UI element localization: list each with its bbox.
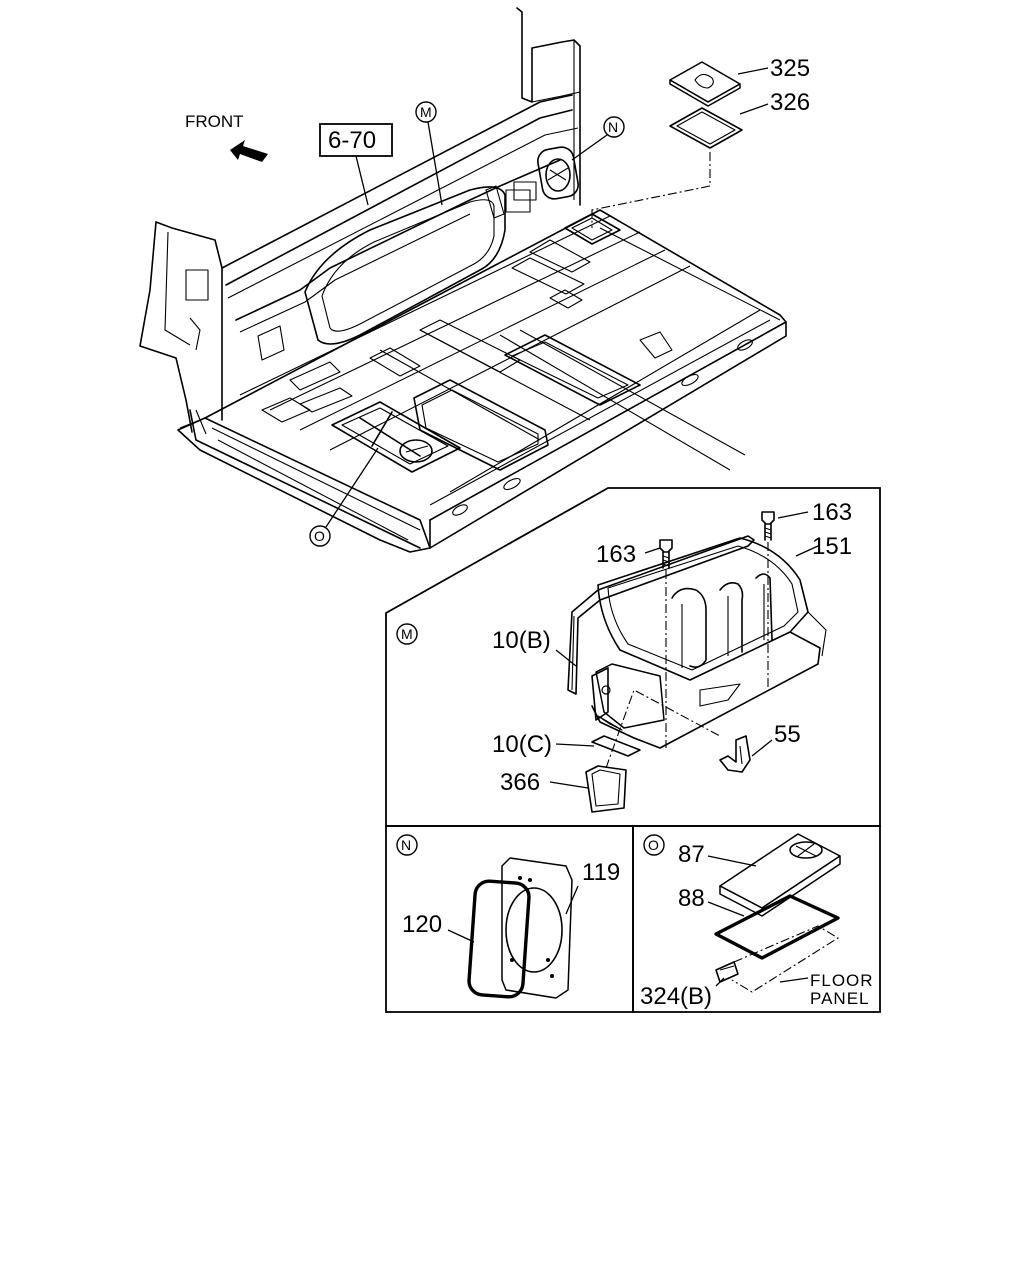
front-label: FRONT — [185, 112, 244, 131]
callout-o-main-text: O — [314, 528, 325, 544]
label-151: 151 — [812, 533, 852, 560]
reference-6-70: 6-70 — [319, 123, 393, 206]
label-87: 87 — [678, 841, 705, 868]
part-325-326 — [591, 61, 769, 228]
detail-n-marker: N — [401, 837, 411, 853]
detail-o-marker: O — [648, 837, 659, 853]
label-119: 119 — [582, 859, 620, 886]
reference-6-70-text: 6-70 — [328, 127, 376, 154]
floor-assembly-drawing — [139, 7, 787, 553]
callout-o-main: O — [309, 447, 379, 547]
callout-m-main: M — [415, 101, 443, 206]
label-floor: FLOOR — [810, 971, 874, 990]
label-10b: 10(B) — [492, 627, 551, 654]
label-366: 366 — [500, 769, 540, 796]
detail-m-marker: M — [401, 626, 413, 642]
label-88: 88 — [678, 885, 705, 912]
detail-panel-m: M — [385, 487, 881, 827]
label-panel: PANEL — [810, 989, 870, 1008]
label-163-right: 163 — [812, 499, 852, 526]
detail-panel-o: O — [632, 825, 881, 1013]
label-120: 120 — [402, 911, 442, 938]
callout-n-main-text: N — [608, 119, 618, 135]
callout-n-main: N — [571, 116, 625, 161]
label-10c: 10(C) — [492, 731, 552, 758]
callout-m-main-text: M — [420, 104, 432, 120]
detail-panel-n: N — [385, 825, 634, 1013]
front-arrow-icon — [230, 140, 268, 162]
label-55: 55 — [774, 721, 801, 748]
label-325: 325 — [770, 55, 810, 82]
label-163-left: 163 — [596, 541, 636, 568]
label-324b: 324(B) — [640, 983, 712, 1010]
label-326: 326 — [770, 89, 810, 116]
